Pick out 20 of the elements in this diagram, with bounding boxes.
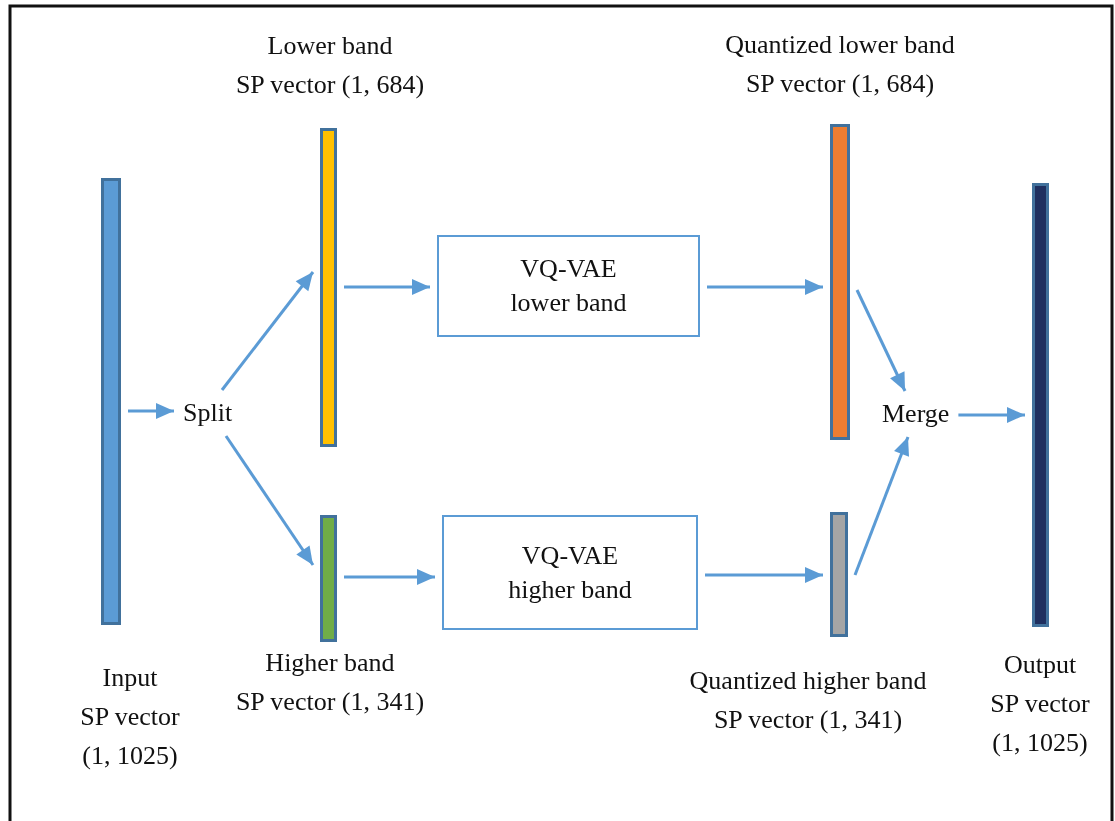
arrow: [220, 271, 315, 391]
arrow: [705, 567, 823, 583]
operation-label: Split: [181, 397, 235, 429]
process-box: VQ-VAE lower band: [437, 235, 700, 337]
arrow: [344, 569, 435, 585]
operation-label: Merge: [880, 398, 952, 430]
vector-label: Input SP vector (1, 1025): [80, 662, 180, 772]
arrow: [224, 435, 315, 566]
arrow: [344, 279, 430, 295]
vector-label: Quantized higher band SP vector (1, 341): [689, 665, 927, 736]
vector-label: Lower band SP vector (1, 684): [235, 30, 425, 101]
vector-label: Output SP vector (1, 1025): [990, 649, 1090, 759]
vector-label: Higher band SP vector (1, 341): [235, 647, 425, 718]
process-box: VQ-VAE higher band: [442, 515, 698, 630]
vector-label: Quantized lower band SP vector (1, 684): [725, 29, 955, 100]
arrow: [853, 436, 910, 576]
arrow: [958, 407, 1025, 423]
arrow: [128, 403, 174, 419]
arrow: [707, 279, 823, 295]
arrow: [855, 289, 907, 392]
